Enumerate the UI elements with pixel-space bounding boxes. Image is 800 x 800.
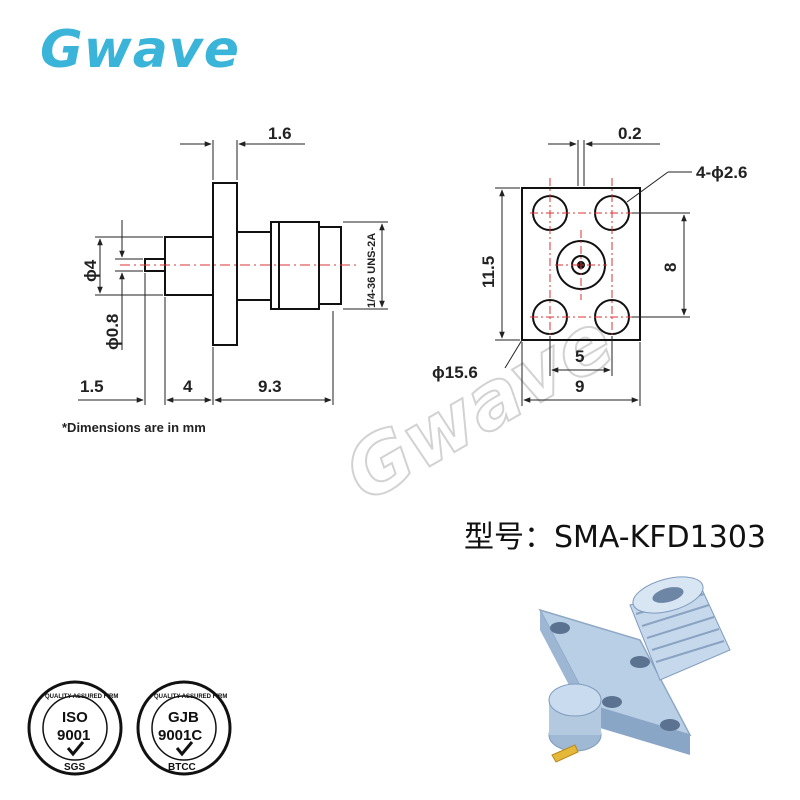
cert-number-iso: 9001 — [57, 727, 90, 744]
dim-flange-thickness: 1.6 — [268, 124, 292, 143]
cert-body-iso: SGS — [64, 762, 85, 773]
dim-pin-length: 1.5 — [80, 377, 104, 396]
model-label: 型号：SMA-KFD1303 — [464, 520, 766, 555]
cert-badge-gjb: QUALITY ASSURED FIRM GJB 9001C BTCC — [136, 680, 232, 776]
thread-label: 1/4-36 UNS-2A — [366, 233, 378, 308]
connector-render — [538, 576, 731, 763]
brand-logo: Gwave — [40, 20, 240, 80]
dim-height: 11.5 — [479, 256, 498, 288]
cert-ring-text-gjb: QUALITY ASSURED FIRM — [154, 694, 227, 700]
dim-offset: 0.2 — [618, 124, 642, 143]
dim-diagonal: ϕ15.6 — [432, 363, 478, 382]
dim-thread-length: 9.3 — [258, 377, 282, 396]
watermark: Gwave — [330, 296, 628, 520]
cert-number-gjb: 9001C — [158, 727, 202, 744]
side-view — [144, 182, 342, 346]
units-note: *Dimensions are in mm — [62, 420, 206, 435]
dim-pin-diameter: ϕ0.8 — [103, 314, 122, 350]
dim-body-length: 4 — [183, 377, 193, 396]
dim-width: 9 — [575, 377, 584, 396]
cert-ring-text-iso: QUALITY ASSURED FIRM — [45, 694, 118, 700]
cert-code-iso: ISO — [62, 709, 88, 726]
dim-holes: 4-ϕ2.6 — [696, 163, 748, 182]
cert-badge-iso: QUALITY ASSURED FIRM ISO 9001 SGS — [27, 680, 123, 776]
dim-hole-spacing-vertical: 8 — [661, 263, 680, 272]
dim-body-diameter: ϕ4 — [81, 259, 100, 282]
cert-body-gjb: BTCC — [168, 762, 196, 773]
cert-code-gjb: GJB — [168, 709, 199, 726]
dim-hole-spacing-horizontal: 5 — [575, 347, 584, 366]
